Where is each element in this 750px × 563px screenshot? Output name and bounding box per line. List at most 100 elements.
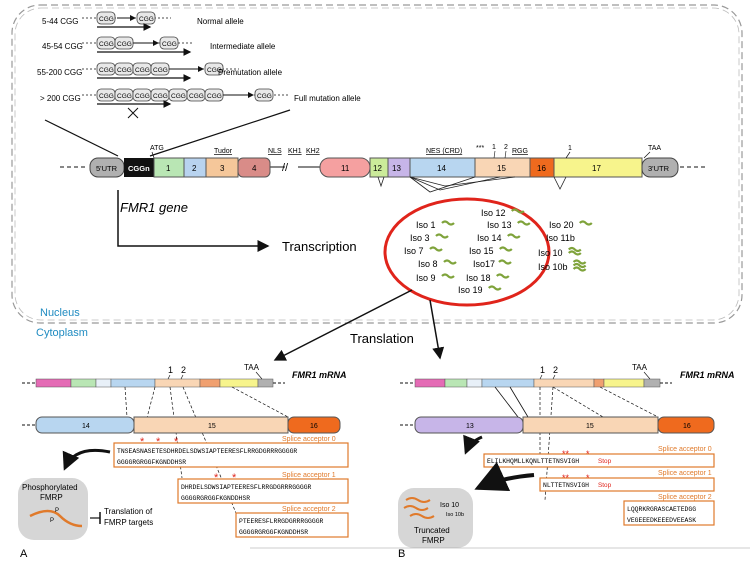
svg-text:*: * bbox=[156, 436, 161, 448]
svg-text:VEGEEEDKEEEDVEEASK: VEGEEEDKEEEDVEEASK bbox=[627, 517, 696, 524]
isoform-squiggle bbox=[572, 259, 587, 265]
svg-text:1: 1 bbox=[540, 365, 545, 375]
mrna-label: FMR1 mRNA bbox=[680, 370, 735, 380]
isoform-squiggle bbox=[435, 233, 449, 239]
isoform-label: Iso 20 bbox=[549, 220, 574, 230]
svg-text:15: 15 bbox=[586, 423, 594, 430]
allele-range: 45-54 CGG bbox=[42, 42, 83, 51]
atg-label: ATG bbox=[150, 145, 164, 152]
isoform-label: Iso 15 bbox=[469, 246, 494, 256]
allele-schemes: 5-44 CGG 45-54 CGG 55-200 CGG > 200 CGG … bbox=[37, 11, 361, 119]
cgg-repeat-label: CGG bbox=[162, 41, 177, 48]
cgg-repeat-label: CGG bbox=[139, 16, 154, 23]
svg-text:14: 14 bbox=[82, 423, 90, 430]
svg-text:1: 1 bbox=[492, 144, 496, 151]
svg-text:FMRP: FMRP bbox=[422, 536, 445, 545]
panel-letter-a: A bbox=[20, 548, 28, 560]
svg-text:ELILKHQMLLKQNLTTETNSVIGH: ELILKHQMLLKQNLTTETNSVIGH bbox=[487, 458, 579, 465]
mrna-label: FMR1 mRNA bbox=[292, 370, 347, 380]
cgg-repeat-label: CGG bbox=[171, 93, 186, 100]
cgg-repeat-label: CGG bbox=[117, 93, 132, 100]
panel-a: 1 2 TAA FMR1 mRNA 14 15 16 Splice accept… bbox=[18, 363, 349, 560]
utr5-label: 5'UTR bbox=[96, 164, 118, 173]
fmr1-gene: // 5'UTR CGGn 1 2 3 4 11 12 13 14 15 16 … bbox=[60, 144, 705, 193]
isoform-label: Iso 9 bbox=[416, 273, 436, 283]
isoform-squiggle bbox=[496, 273, 510, 279]
isoform-label: Iso 11b bbox=[546, 233, 575, 243]
cgg-repeat-box bbox=[96, 11, 116, 25]
allele-range: > 200 CGG bbox=[40, 94, 81, 103]
allele-name: Premutation allele bbox=[218, 68, 283, 77]
svg-text:Splice acceptor 1: Splice acceptor 1 bbox=[658, 470, 712, 477]
svg-text:Stop: Stop bbox=[598, 482, 612, 489]
panel-b: 1 2 TAA FMR1 mRNA 13 15 16 Splice accept… bbox=[398, 363, 735, 560]
svg-text:1: 1 bbox=[568, 145, 572, 152]
allele-name: Full mutation allele bbox=[294, 94, 361, 103]
svg-text:2: 2 bbox=[181, 365, 186, 375]
cgg-repeat-label: CGG bbox=[207, 93, 222, 100]
svg-text:LQQRKRGRASCAETEDGG: LQQRKRGRASCAETEDGG bbox=[627, 506, 696, 513]
isoform-squiggle bbox=[568, 250, 582, 256]
isoform-label: Iso 12 bbox=[481, 208, 506, 218]
isoform-label: Iso 13 bbox=[487, 220, 512, 230]
svg-text:TNSEASNASETESDHRDELSDWSIAPTEER: TNSEASNASETESDHRDELSDWSIAPTEERESFLRRGDGR… bbox=[117, 448, 297, 455]
cgg-label: CGGn bbox=[128, 164, 150, 173]
cgg-repeat-label: CGG bbox=[153, 93, 168, 100]
svg-text:P: P bbox=[50, 518, 54, 524]
svg-text:2: 2 bbox=[192, 164, 197, 173]
cgg-repeat-label: CGG bbox=[153, 67, 168, 74]
isoform-label: Iso 1 bbox=[416, 220, 436, 230]
svg-text:1: 1 bbox=[166, 164, 171, 173]
isoform-squiggle bbox=[572, 262, 587, 269]
isoform-squiggle bbox=[498, 259, 512, 265]
svg-text:Iso 10: Iso 10 bbox=[440, 502, 459, 509]
svg-text:13: 13 bbox=[392, 164, 401, 173]
nls-label: NLS bbox=[268, 148, 282, 155]
isoform-squiggle bbox=[568, 246, 582, 253]
truncated-fmrp-box bbox=[398, 488, 473, 548]
svg-text:NLTTETNSVIGH: NLTTETNSVIGH bbox=[543, 482, 589, 489]
isoform-squiggle bbox=[488, 285, 502, 291]
cgg-repeat-label: CGG bbox=[135, 93, 150, 100]
svg-text:*: * bbox=[586, 449, 590, 459]
transcription-label: Transcription bbox=[282, 239, 357, 254]
svg-text:Splice acceptor 2: Splice acceptor 2 bbox=[282, 506, 336, 513]
svg-text:Stop: Stop bbox=[598, 458, 612, 465]
isoform-squiggle bbox=[507, 233, 521, 239]
svg-text:Splice acceptor 0: Splice acceptor 0 bbox=[658, 446, 712, 453]
panel-letter-b: B bbox=[398, 548, 405, 560]
svg-text:Iso 10b: Iso 10b bbox=[446, 512, 464, 518]
svg-text:15: 15 bbox=[208, 423, 216, 430]
nes-label: NES (CRD) bbox=[426, 148, 462, 155]
svg-text:DHRDELSDWSIAPTEERESFLRRGDGRRRG: DHRDELSDWSIAPTEERESFLRRGDGRRRGGGGR bbox=[181, 484, 312, 491]
svg-text:15: 15 bbox=[497, 164, 506, 173]
allele-range: 55-200 CGG bbox=[37, 68, 82, 77]
svg-text:***: *** bbox=[476, 145, 484, 152]
isoform-squiggle bbox=[511, 208, 525, 214]
isoform-label: Iso 19 bbox=[458, 285, 483, 295]
svg-text:3'UTR: 3'UTR bbox=[648, 164, 670, 173]
kh2-label: KH2 bbox=[306, 148, 320, 155]
isoform-squiggle bbox=[443, 259, 457, 265]
kh1-label: KH1 bbox=[288, 148, 302, 155]
cytoplasm-label: Cytoplasm bbox=[36, 327, 88, 339]
taa-label: TAA bbox=[648, 145, 661, 152]
allele-name: Normal allele bbox=[197, 17, 244, 26]
svg-text:FMRP: FMRP bbox=[40, 493, 63, 502]
translation-label: Translation bbox=[350, 331, 414, 346]
cgg-repeat-label: CGG bbox=[207, 67, 222, 74]
svg-text:RGG: RGG bbox=[512, 148, 528, 155]
isoform-label: Iso 8 bbox=[418, 259, 438, 269]
cgg-repeat-label: CGG bbox=[257, 93, 272, 100]
svg-text:3: 3 bbox=[220, 164, 225, 173]
cgg-repeat-box bbox=[159, 36, 179, 50]
isoform-label: Iso 10 bbox=[538, 248, 563, 258]
svg-text:16: 16 bbox=[310, 423, 318, 430]
isoform-label: Iso 14 bbox=[477, 233, 502, 243]
svg-text:16: 16 bbox=[537, 164, 546, 173]
svg-text:11: 11 bbox=[341, 164, 350, 173]
svg-text:*: * bbox=[232, 472, 237, 484]
isoform-squiggle bbox=[441, 273, 455, 279]
svg-text:Splice acceptor 0: Splice acceptor 0 bbox=[282, 436, 336, 443]
